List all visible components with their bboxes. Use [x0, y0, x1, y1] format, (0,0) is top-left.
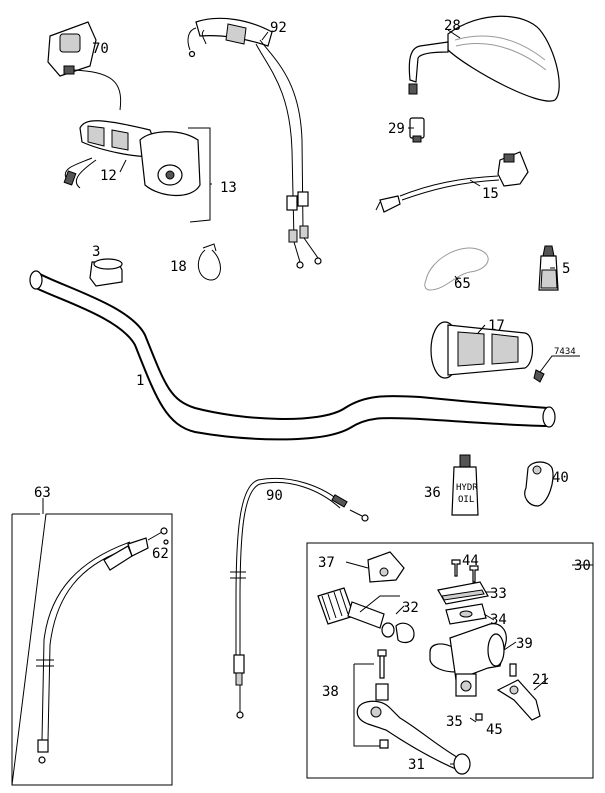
- cable-tie: [197, 243, 221, 281]
- callout-65: 65: [454, 276, 471, 292]
- callout-44: 44: [462, 553, 479, 569]
- callout-39: 39: [516, 636, 533, 652]
- throttle-cables: [187, 17, 322, 269]
- reservoir-cover: [437, 581, 489, 605]
- callout-30: 30: [574, 558, 591, 574]
- master-cylinder-box: [306, 542, 594, 779]
- callout-62: 62: [152, 546, 169, 562]
- cover-screws: [451, 559, 479, 583]
- callout-17: 17: [488, 318, 505, 334]
- callout-31: 31: [408, 757, 425, 773]
- handlebar: [29, 270, 556, 441]
- callout-28: 28: [444, 18, 461, 34]
- callout-5: 5: [562, 261, 570, 277]
- piston-kit: [317, 587, 415, 644]
- callout-37: 37: [318, 555, 335, 571]
- callout-13: 13: [220, 180, 237, 196]
- switch-housing: [47, 21, 122, 111]
- callout-35: 35: [446, 714, 463, 730]
- reservoir-membrane: [445, 603, 487, 625]
- callout-70: 70: [92, 41, 109, 57]
- callout-15: 15: [482, 186, 499, 202]
- handlebar-end-right: [542, 406, 556, 428]
- master-cylinder-body: [429, 623, 507, 697]
- callout-36: 36: [424, 485, 441, 501]
- callout-45: 45: [486, 722, 503, 738]
- callout-38: 38: [322, 684, 339, 700]
- brake-lever: [356, 700, 471, 775]
- control-cable: [230, 477, 369, 719]
- callout-92: 92: [270, 20, 287, 36]
- callout-29: 29: [388, 121, 405, 137]
- small-screw-set: [469, 713, 483, 723]
- spacer-sleeve: [89, 258, 123, 287]
- callout-18: 18: [170, 259, 187, 275]
- lever-clamp: [524, 461, 554, 507]
- callout-32: 32: [402, 600, 419, 616]
- decompression-cable-frame: [11, 498, 173, 786]
- callout-90: 90: [266, 488, 283, 504]
- callout-34: 34: [490, 612, 507, 628]
- sticker: [424, 247, 489, 291]
- reservoir-bracket: [367, 551, 405, 583]
- callout-1: 1: [136, 373, 144, 389]
- bottle-label-line2: OIL: [458, 495, 474, 505]
- grip-adhesive-bottle: [538, 245, 559, 291]
- reference-number: 7434: [554, 347, 576, 357]
- lever-adjuster: [496, 663, 541, 721]
- callout-40: 40: [552, 470, 569, 486]
- callout-33: 33: [490, 586, 507, 602]
- handgrip: [430, 321, 580, 383]
- callout-12: 12: [100, 168, 117, 184]
- lever-pivot-bolt: [353, 649, 389, 747]
- callout-3: 3: [92, 244, 100, 260]
- callout-21: 21: [532, 672, 549, 688]
- hydraulic-oil-bottle: HYDR OIL: [451, 454, 479, 516]
- decompression-cable: [36, 527, 169, 764]
- callout-63: 63: [34, 485, 51, 501]
- mirror: [408, 15, 560, 143]
- leader-lines: [119, 29, 555, 765]
- bottle-label-line1: HYDR: [456, 483, 478, 493]
- handlebar-end-left: [29, 270, 43, 290]
- callout-labels: 1 3 5 12 13 15 17 18 21 28 29 30 31 32 3…: [34, 18, 591, 773]
- kill-switch: [375, 151, 529, 213]
- grip-screw: [533, 369, 545, 383]
- throttle-grip-assembly: [63, 120, 211, 223]
